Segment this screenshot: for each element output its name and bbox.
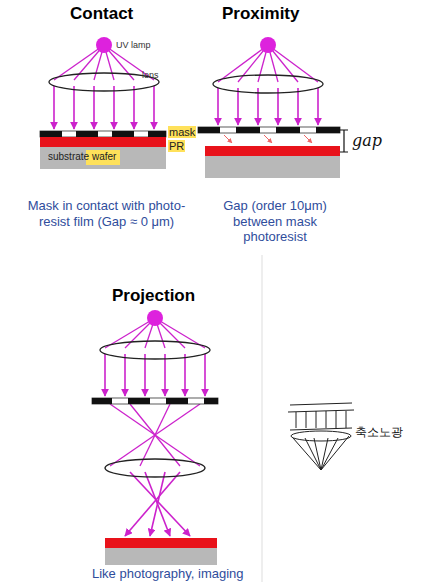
substrate	[105, 548, 217, 565]
light-ray	[124, 354, 126, 396]
light-ray	[204, 354, 206, 396]
mask	[40, 131, 166, 137]
uv-lamp	[96, 37, 112, 53]
part-label: substrate wafer	[48, 151, 158, 163]
light-ray	[217, 88, 219, 125]
hand-sketch	[288, 403, 354, 470]
light-ray	[110, 404, 200, 466]
light-ray	[317, 88, 319, 125]
light-ray	[297, 88, 299, 125]
uv-lamp	[147, 310, 163, 326]
light-ray	[53, 86, 55, 129]
part-label: mask	[168, 126, 200, 139]
light-ray	[184, 354, 186, 396]
panel-title: Projection	[112, 286, 222, 306]
mask-pattern	[92, 398, 218, 404]
light-ray	[110, 404, 200, 466]
light-ray	[144, 354, 146, 396]
lens	[100, 341, 210, 359]
divider-line	[262, 255, 263, 582]
caption: Like photography, imaging	[92, 566, 262, 582]
caption: Gap (order 10μm) between mask photoresis…	[200, 198, 350, 245]
light-ray	[257, 88, 259, 125]
light-ray	[73, 86, 75, 129]
light-ray	[155, 318, 205, 348]
light-ray	[113, 86, 115, 129]
diffracted-rays	[224, 135, 312, 143]
mask	[92, 398, 218, 404]
mask-pattern	[198, 127, 340, 133]
part-label: lens	[142, 70, 182, 81]
part-label: UV lamp	[116, 40, 176, 51]
photoresist	[205, 146, 340, 156]
mask-pattern	[40, 131, 166, 137]
light-ray	[105, 318, 155, 348]
gap-bracket	[340, 130, 348, 152]
light-ray	[93, 86, 95, 129]
substrate-wafer	[40, 147, 166, 169]
light-ray	[54, 45, 104, 80]
light-rays	[54, 45, 318, 536]
panel-title: Proximity	[222, 4, 322, 24]
lens	[213, 75, 323, 93]
caption: Mask in contact with photo-resist film (…	[14, 198, 199, 229]
light-ray	[133, 86, 135, 129]
substrate	[205, 156, 340, 178]
light-ray	[237, 88, 239, 125]
light-ray	[145, 472, 170, 536]
handwritten-note: 축소노광	[355, 425, 421, 439]
handwritten-note: gap	[352, 131, 402, 150]
light-ray	[130, 472, 190, 536]
light-ray	[277, 88, 279, 125]
light-ray	[125, 472, 180, 536]
light-ray	[104, 354, 106, 396]
mask	[198, 127, 340, 133]
photoresist	[105, 538, 217, 548]
uv-lamp	[260, 37, 276, 53]
light-ray	[153, 86, 155, 129]
lens	[105, 459, 205, 477]
light-ray	[164, 354, 166, 396]
photoresist	[40, 137, 166, 147]
panel-title: Contact	[70, 4, 150, 24]
part-label: PR	[168, 140, 190, 153]
